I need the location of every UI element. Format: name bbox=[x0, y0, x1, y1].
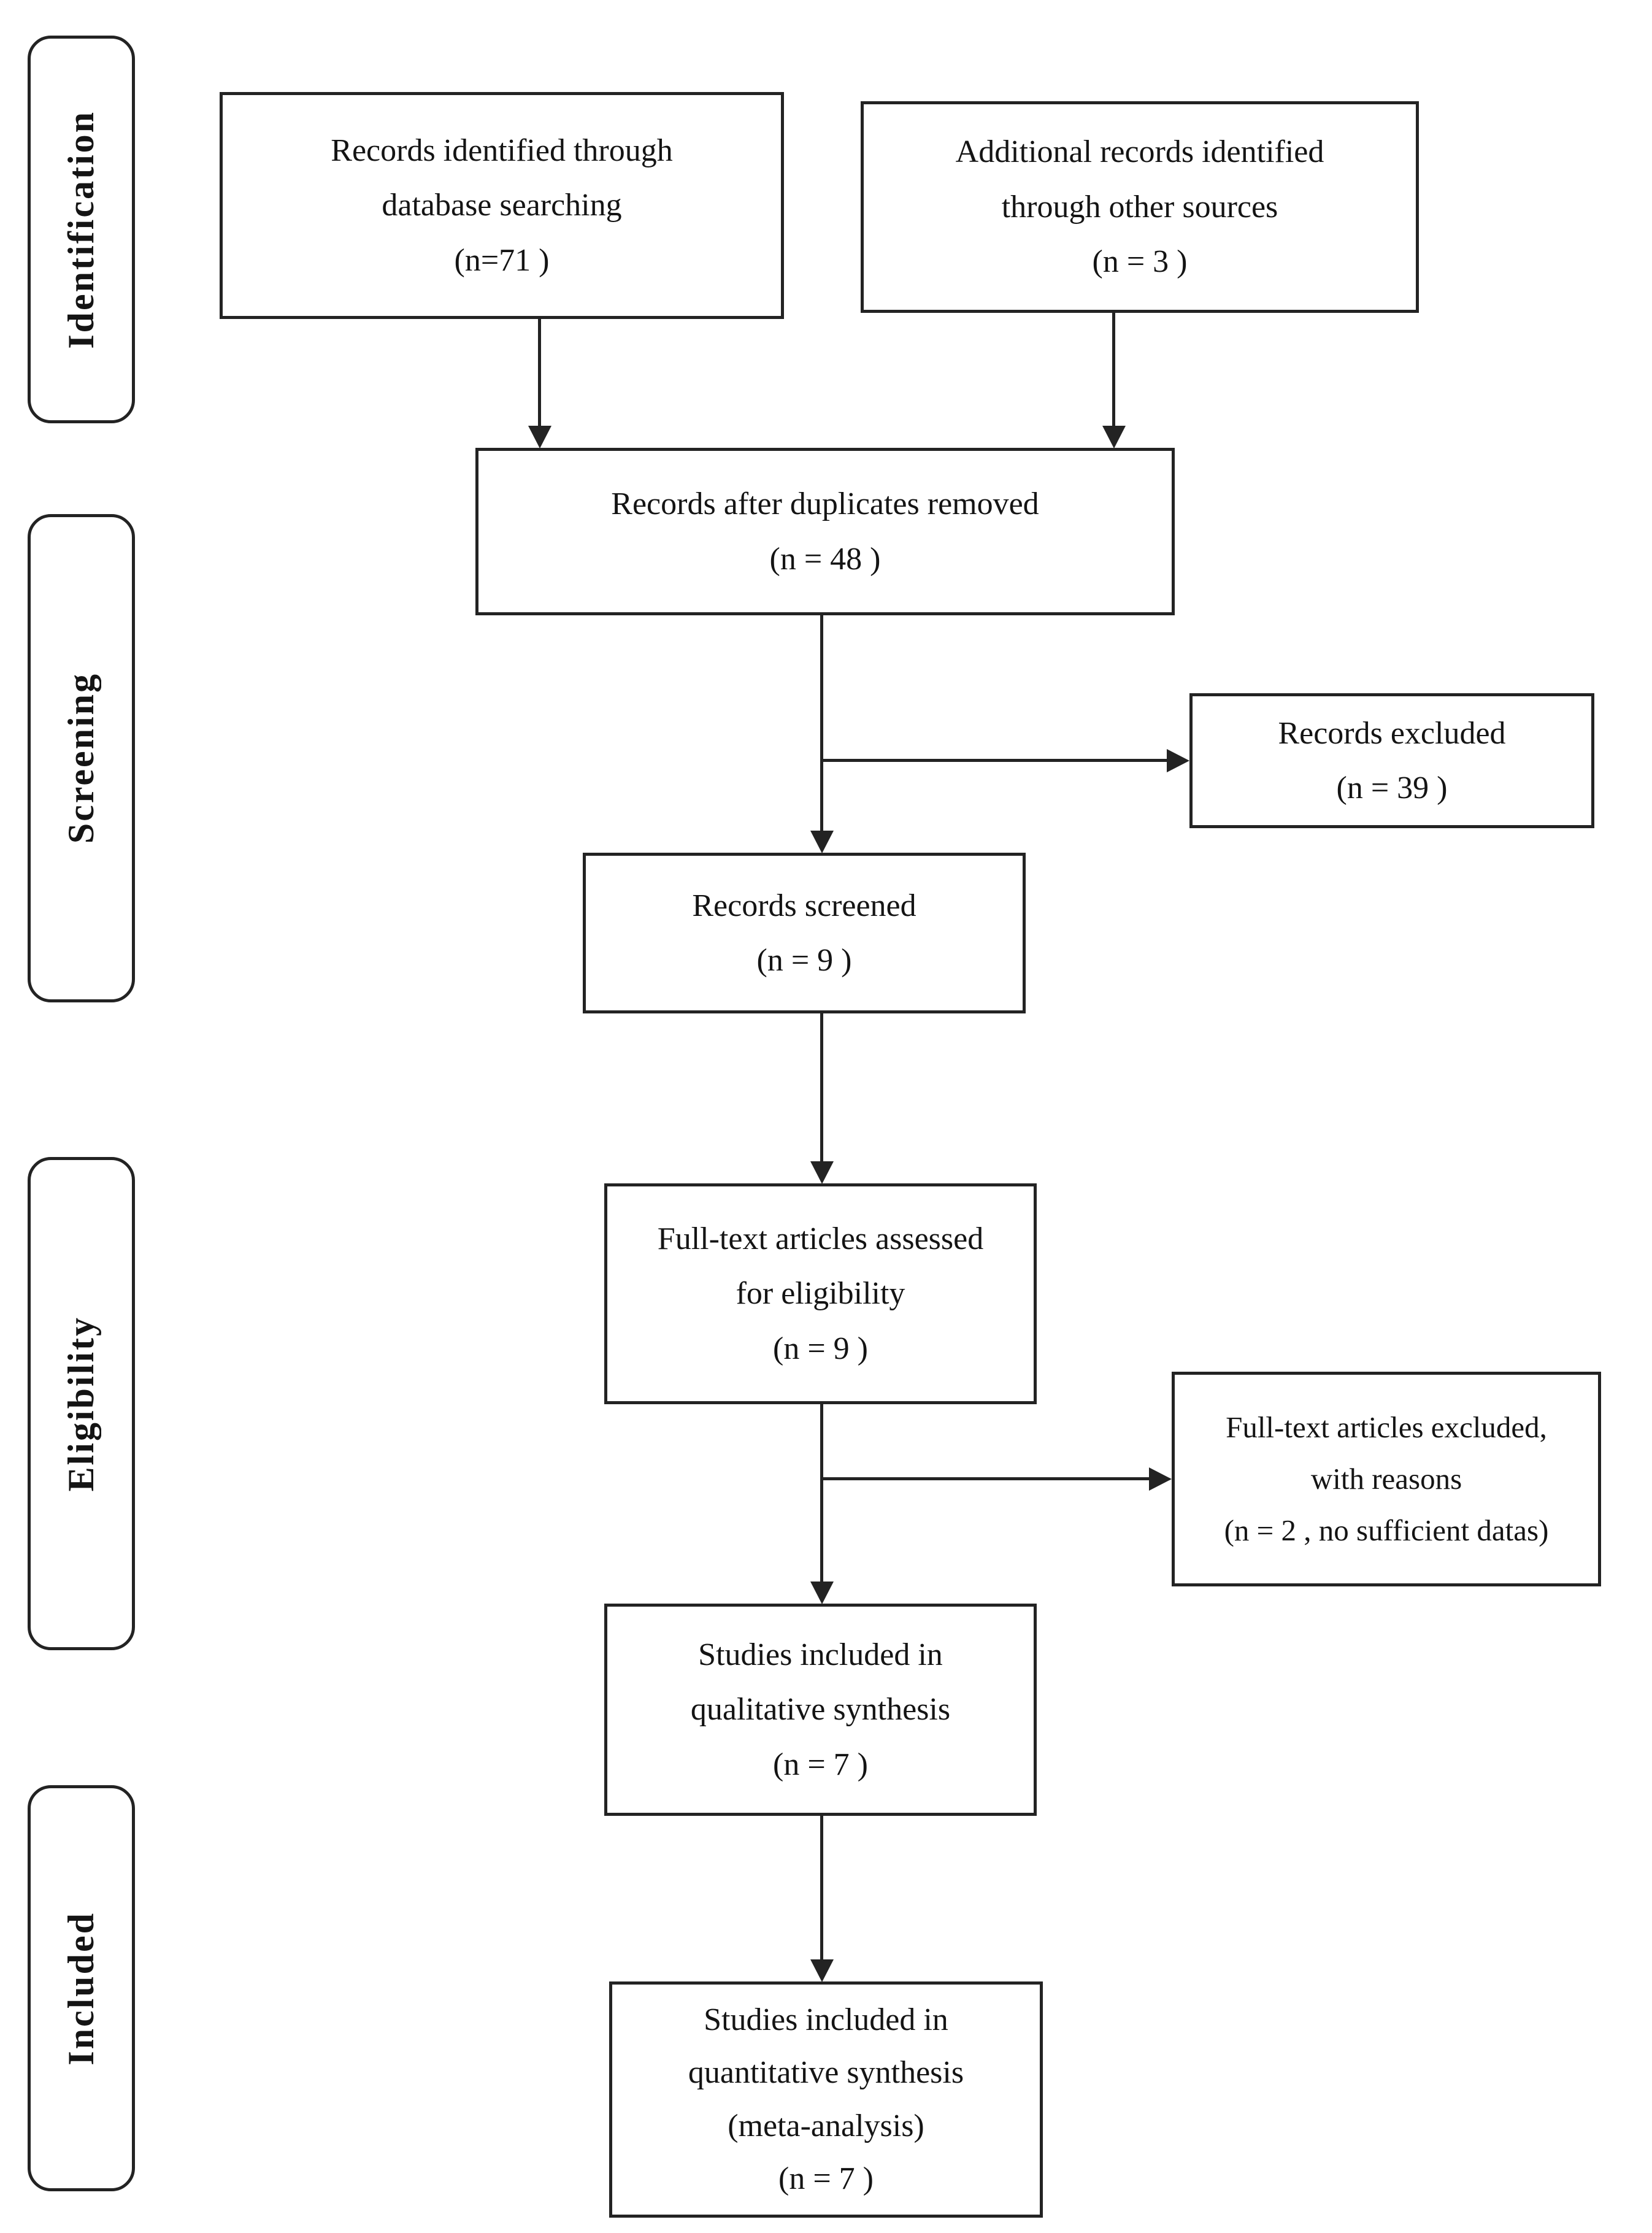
line-branch-to-records-excluded bbox=[822, 759, 1167, 762]
line-duplicates-to-screened bbox=[820, 615, 823, 831]
arrowhead-qualitative-to-quantitative bbox=[810, 1959, 834, 1982]
stage-label-eligibility: Eligibility bbox=[28, 1157, 135, 1650]
line-fulltext-to-qualitative bbox=[820, 1404, 823, 1582]
box-records-screened: Records screened (n = 9 ) bbox=[583, 853, 1026, 1013]
arrowhead-additional-to-duplicates bbox=[1102, 426, 1126, 448]
stage-label-screening: Screening bbox=[28, 514, 135, 1002]
box-records-identified: Records identified through database sear… bbox=[220, 92, 784, 319]
box-additional-records: Additional records identified through ot… bbox=[861, 101, 1419, 313]
line-identified-to-duplicates bbox=[538, 319, 541, 426]
box-fulltext-assessed: Full-text articles assessed for eligibil… bbox=[604, 1183, 1037, 1404]
stage-label-eligibility-text: Eligibility bbox=[61, 1315, 101, 1492]
arrowhead-duplicates-to-screened bbox=[810, 831, 834, 853]
stage-label-included: Included bbox=[28, 1785, 135, 2191]
box-after-duplicates: Records after duplicates removed (n = 48… bbox=[475, 448, 1175, 615]
stage-label-identification: Identification bbox=[28, 36, 135, 423]
line-branch-to-fulltext-excluded bbox=[822, 1477, 1149, 1480]
stage-label-included-text: Included bbox=[61, 1911, 101, 2066]
arrowhead-fulltext-to-qualitative bbox=[810, 1582, 834, 1604]
arrowhead-to-records-excluded bbox=[1167, 749, 1189, 772]
line-qualitative-to-quantitative bbox=[820, 1816, 823, 1959]
stage-label-screening-text: Screening bbox=[61, 672, 101, 844]
arrowhead-identified-to-duplicates bbox=[528, 426, 551, 448]
stage-label-identification-text: Identification bbox=[61, 110, 101, 349]
line-screened-to-fulltext bbox=[820, 1013, 823, 1161]
box-records-excluded: Records excluded (n = 39 ) bbox=[1189, 693, 1594, 828]
arrowhead-screened-to-fulltext bbox=[810, 1161, 834, 1184]
arrowhead-to-fulltext-excluded bbox=[1149, 1467, 1172, 1491]
box-quantitative-synthesis: Studies included in quantitative synthes… bbox=[609, 1981, 1043, 2218]
line-additional-to-duplicates bbox=[1112, 313, 1115, 426]
box-fulltext-excluded: Full-text articles excluded, with reason… bbox=[1172, 1372, 1601, 1586]
box-qualitative-synthesis: Studies included in qualitative synthesi… bbox=[604, 1604, 1037, 1816]
